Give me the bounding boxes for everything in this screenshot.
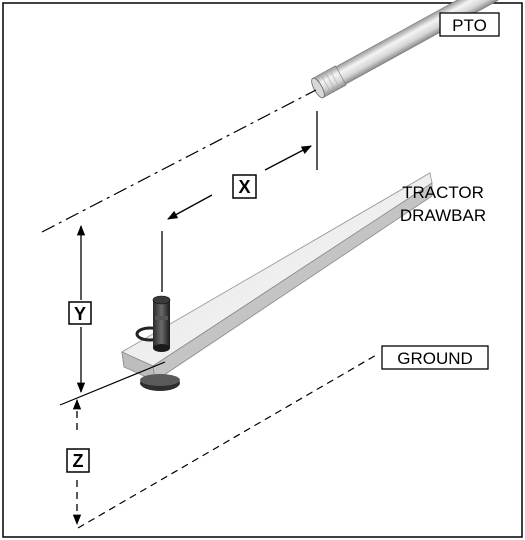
z-label-box xyxy=(66,448,90,473)
y-label-box xyxy=(68,301,92,325)
drawbar-reference-line xyxy=(59,361,166,406)
tractor-drawbar xyxy=(121,172,433,391)
pto-centerline xyxy=(41,89,317,233)
dimension-y: Y xyxy=(68,224,92,394)
pto-label-box xyxy=(439,12,500,37)
drawbar-callout: TRACTOR DRAWBAR xyxy=(400,183,486,225)
z-label: Z xyxy=(73,451,84,471)
ground-label: GROUND xyxy=(397,349,473,368)
dimension-z: Z xyxy=(66,398,90,526)
y-label: Y xyxy=(74,304,86,324)
pto-callout: PTO xyxy=(439,12,500,37)
ground-callout: GROUND xyxy=(381,345,489,370)
drawbar-label-line2: DRAWBAR xyxy=(400,206,486,225)
hitch-pin xyxy=(135,295,171,352)
pto-shaft xyxy=(311,0,499,99)
dimension-x: X xyxy=(161,111,318,292)
x-arrow-left xyxy=(167,194,213,220)
pto-label: PTO xyxy=(452,16,487,35)
ground-label-box xyxy=(381,345,489,370)
x-arrow-right xyxy=(264,145,312,171)
x-label: X xyxy=(238,177,250,197)
x-label-box xyxy=(232,174,257,199)
ground-line xyxy=(77,353,379,529)
drawbar-label-line1: TRACTOR xyxy=(402,183,484,202)
